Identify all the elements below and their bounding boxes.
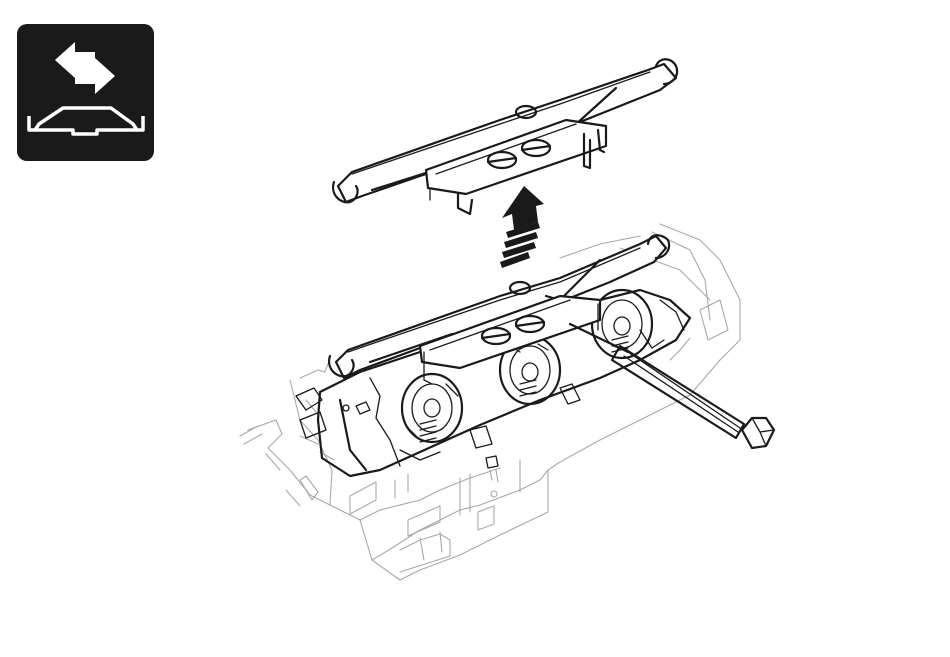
installed-frame-part xyxy=(329,235,669,384)
removed-frame-part xyxy=(333,59,677,214)
locomotive-chassis xyxy=(240,224,740,580)
lift-arrow-icon xyxy=(500,186,544,268)
